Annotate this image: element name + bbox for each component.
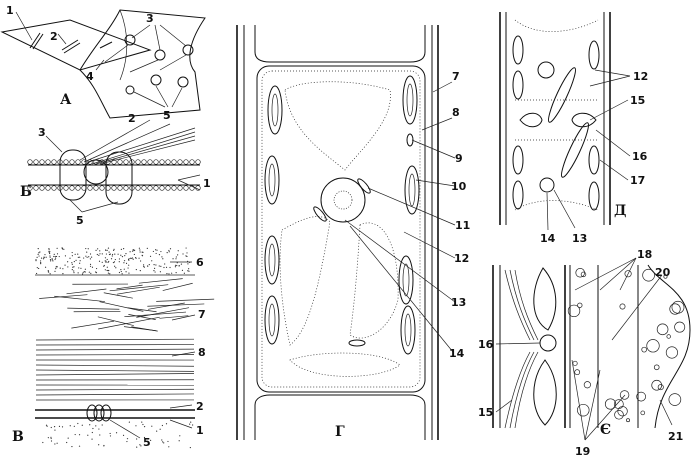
panel-g-label-9: 9: [455, 152, 463, 165]
panel-b-label-2: 2: [128, 112, 136, 125]
panel-d-label-16: 16: [632, 150, 648, 163]
panel-g-label-11: 11: [455, 219, 470, 232]
panel-ye-label-19: 19: [575, 445, 590, 458]
panel-ye-label-21: 21: [668, 430, 683, 443]
panel-a-label-2: 2: [50, 30, 58, 43]
panel-v-letter: В: [12, 429, 24, 445]
panel-ye-label-18: 18: [637, 248, 652, 261]
panel-a-drawing: [0, 9, 206, 119]
panel-b-drawing: [27, 119, 201, 213]
panel-ye-label-16: 16: [478, 338, 494, 351]
panel-v-label-7: 7: [198, 308, 206, 321]
panel-a-letter: А: [60, 92, 72, 108]
panel-d-letter: Д: [614, 203, 626, 219]
panel-a-label-1: 1: [6, 4, 14, 17]
panel-ye-letter: Є: [600, 422, 611, 438]
panel-b-label-1: 1: [203, 177, 211, 190]
panel-ye-drawing: [492, 257, 691, 441]
panel-g-label-7: 7: [452, 70, 460, 83]
panel-v-drawing: [35, 247, 215, 449]
panel-d-label-12: 12: [633, 70, 648, 83]
panel-ye-label-15: 15: [478, 406, 493, 419]
panel-g-label-14: 14: [449, 347, 465, 360]
panel-v-label-5: 5: [143, 436, 151, 449]
panel-v-label-2: 2: [196, 400, 204, 413]
panel-v-label-1: 1: [196, 424, 204, 437]
panel-v-label-8: 8: [198, 346, 206, 359]
panel-d-label-13: 13: [572, 232, 587, 245]
panel-g-label-8: 8: [452, 106, 460, 119]
panel-b-letter: Б: [20, 184, 32, 200]
panel-b-label-3: 3: [38, 126, 46, 139]
panel-g-label-13: 13: [451, 296, 466, 309]
panel-d-label-14: 14: [540, 232, 556, 245]
panel-ye-label-20: 20: [655, 266, 671, 279]
panel-b-label-5: 5: [76, 214, 84, 227]
panel-g-letter: Г: [335, 424, 345, 440]
panel-a-label-4: 4: [86, 70, 94, 83]
panel-a-label-3: 3: [146, 12, 154, 25]
panel-d-label-17: 17: [630, 174, 645, 187]
panel-a-label-5: 5: [163, 109, 171, 122]
panel-g-label-10: 10: [451, 180, 467, 193]
panel-d-label-15: 15: [630, 94, 645, 107]
panel-d-drawing: [499, 12, 631, 231]
panel-g-drawing: [236, 25, 456, 440]
panel-v-label-6: 6: [196, 256, 204, 269]
panel-g-label-12: 12: [454, 252, 469, 265]
